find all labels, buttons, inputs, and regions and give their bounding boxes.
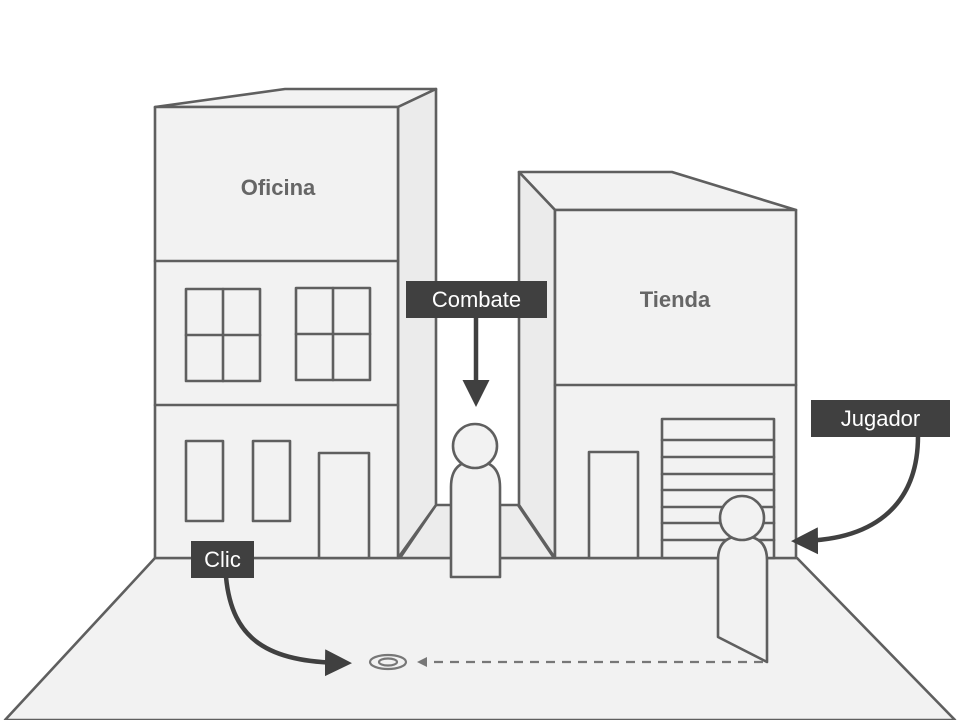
player-tag-label: Jugador	[841, 406, 921, 431]
office-label: Oficina	[241, 175, 316, 200]
player-arrow	[791, 433, 921, 555]
player-tag: Jugador	[791, 400, 950, 555]
office-window-right	[294, 286, 372, 382]
click-arrow	[223, 574, 352, 677]
ground-plane[interactable]	[3, 556, 957, 720]
click-tag-label: Clic	[204, 547, 241, 572]
office-window-left	[184, 287, 262, 383]
combat-tag: Combate	[406, 281, 547, 407]
player-figure[interactable]	[716, 494, 769, 664]
combat-tag-label: Combate	[432, 287, 521, 312]
office-building[interactable]: Oficina	[153, 87, 438, 560]
shop-garage-shutter	[660, 417, 776, 560]
click-tag: Clic	[191, 541, 352, 677]
office-lower-window-2	[251, 439, 292, 523]
shop-label: Tienda	[640, 287, 711, 312]
office-door[interactable]	[317, 451, 371, 560]
office-lower-window-1	[184, 439, 225, 523]
click-target-marker[interactable]	[368, 653, 408, 671]
shop-door[interactable]	[587, 450, 640, 560]
enemy-figure[interactable]	[449, 422, 502, 579]
